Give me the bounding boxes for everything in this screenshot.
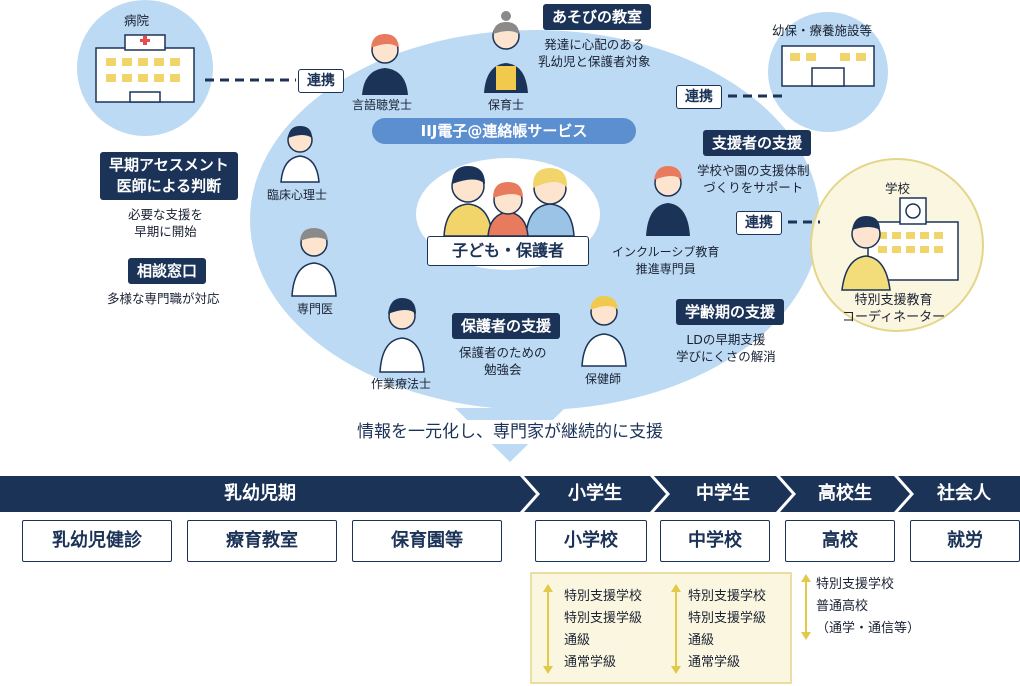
role-doctor: 専門医 bbox=[297, 302, 334, 316]
callout-early-line-1: 必要な支援を bbox=[128, 207, 204, 222]
timeline-junior-band bbox=[654, 476, 792, 512]
stage-infant: 乳幼児期 bbox=[224, 483, 296, 504]
timeline-adult-band bbox=[898, 476, 1020, 512]
hospital-building-icon bbox=[95, 34, 195, 103]
kindergarten-label: 幼保・療養施設等 bbox=[772, 23, 873, 38]
role-nurse: 保健師 bbox=[585, 372, 622, 386]
callout-school-age-title: 学齢期の支援 bbox=[676, 299, 785, 325]
callout-school-age-text: LDの早期支援 学びにくさの解消 bbox=[676, 331, 776, 365]
callout-school-age-line-2: 学びにくさの解消 bbox=[676, 349, 776, 364]
option-line: 通級 bbox=[688, 633, 715, 648]
options-high: 特別支援学校 普通高校 （通学・通信等） bbox=[816, 574, 920, 640]
options-elementary: 特別支援学校 特別支援学級 通級 通常学級 bbox=[564, 586, 642, 674]
option-line: 通常学級 bbox=[564, 655, 617, 670]
callout-early-title: 早期アセスメント 医師による判断 bbox=[100, 152, 238, 200]
kindergarten-building-icon bbox=[781, 45, 875, 87]
box-therapy-class: 療育教室 bbox=[187, 520, 337, 562]
role-inclusive-line-2: 推進専門員 bbox=[635, 262, 696, 276]
callout-guardian-line-2: 勉強会 bbox=[484, 362, 522, 377]
callout-play-line-2: 乳幼児と保護者対象 bbox=[538, 54, 651, 69]
inclusive-specialist-icon bbox=[646, 166, 690, 236]
callout-supporter-line-2: づくりをサポート bbox=[703, 180, 804, 195]
option-line: 特別支援学級 bbox=[564, 611, 643, 626]
coordinator-label: 特別支援教育 コーディネーター bbox=[842, 292, 945, 326]
option-line: 特別支援学校 bbox=[688, 589, 767, 604]
box-high: 高校 bbox=[785, 520, 895, 562]
callout-guardian-title: 保護者の支援 bbox=[452, 313, 561, 339]
callout-guardian-line-1: 保護者のための bbox=[459, 345, 547, 360]
option-line: 通級 bbox=[564, 633, 591, 648]
occupational-therapist-icon bbox=[379, 298, 425, 373]
arrow-high-icon bbox=[801, 574, 811, 640]
box-nursery: 保育園等 bbox=[352, 520, 502, 562]
arrow-junior-icon bbox=[671, 584, 681, 674]
box-work: 就労 bbox=[910, 520, 1020, 562]
box-junior: 中学校 bbox=[660, 520, 770, 562]
speech-therapist-icon bbox=[362, 34, 408, 95]
callout-play-text: 発達に心配のある 乳幼児と保護者対象 bbox=[538, 36, 651, 70]
role-nursery: 保育士 bbox=[488, 98, 525, 112]
callout-consult-title: 相談窓口 bbox=[128, 258, 207, 284]
service-title: IIJ電子@連絡帳サービス bbox=[372, 118, 636, 144]
option-line: 特別支援学校 bbox=[816, 577, 895, 592]
option-line: （通学・通信等） bbox=[816, 621, 921, 636]
stage-junior: 中学生 bbox=[696, 483, 750, 504]
timeline-high-band bbox=[780, 476, 910, 512]
callout-supporter-title: 支援者の支援 bbox=[703, 130, 812, 156]
options-junior: 特別支援学校 特別支援学級 通級 通常学級 bbox=[688, 586, 766, 674]
callout-consult-text: 多様な専門職が対応 bbox=[107, 291, 220, 306]
stage-high: 高校生 bbox=[818, 483, 872, 504]
link-kindergarten-badge: 連携 bbox=[676, 85, 722, 109]
role-inclusive: インクルーシブ教育 推進専門員 bbox=[612, 244, 719, 278]
box-elementary: 小学校 bbox=[535, 520, 647, 562]
stage-elementary: 小学生 bbox=[568, 483, 622, 504]
stage-adult: 社会人 bbox=[937, 483, 991, 504]
school-label: 学校 bbox=[885, 181, 911, 196]
callout-supporter-line-1: 学校や園の支援体制 bbox=[697, 163, 810, 178]
coordinator-line-2: コーディネーター bbox=[842, 310, 946, 325]
psychologist-icon bbox=[280, 126, 320, 183]
role-speech: 言語聴覚士 bbox=[352, 98, 413, 112]
family-icon bbox=[443, 166, 575, 237]
box-infant-checkup: 乳幼児健診 bbox=[22, 520, 172, 562]
link-school-badge: 連携 bbox=[736, 211, 782, 235]
option-line: 特別支援学級 bbox=[688, 611, 767, 626]
timeline-infant-band bbox=[0, 476, 536, 512]
role-psychologist: 臨床心理士 bbox=[267, 188, 328, 202]
callout-early-title-line-2: 医師による判断 bbox=[116, 177, 222, 195]
callout-school-age-line-1: LDの早期支援 bbox=[686, 332, 766, 347]
role-ot: 作業療法士 bbox=[371, 377, 432, 391]
doctor-icon bbox=[291, 228, 337, 297]
callout-guardian-text: 保護者のための 勉強会 bbox=[459, 344, 547, 378]
school-options-box bbox=[530, 572, 792, 684]
callout-early-title-line-1: 早期アセスメント bbox=[109, 156, 229, 174]
nursery-teacher-icon bbox=[484, 11, 528, 93]
coordinator-line-1: 特別支援教育 bbox=[854, 293, 933, 308]
timeline-elementary-band bbox=[524, 476, 666, 512]
option-line: 通常学級 bbox=[688, 655, 741, 670]
option-line: 普通高校 bbox=[816, 599, 869, 614]
option-line: 特別支援学校 bbox=[564, 589, 643, 604]
callout-supporter-text: 学校や園の支援体制 づくりをサポート bbox=[697, 162, 810, 196]
link-hospital-badge: 連携 bbox=[298, 69, 344, 93]
callout-play-title: あそびの教室 bbox=[543, 4, 652, 30]
callout-early-line-2: 早期に開始 bbox=[134, 224, 197, 239]
coordinator-person-icon bbox=[841, 216, 891, 291]
hospital-label: 病院 bbox=[124, 13, 150, 28]
callout-early-text: 必要な支援を 早期に開始 bbox=[128, 206, 203, 240]
summary-text: 情報を一元化し、専門家が継続的に支援 bbox=[330, 420, 690, 444]
public-health-nurse-icon bbox=[581, 296, 627, 367]
role-inclusive-line-1: インクルーシブ教育 bbox=[612, 245, 720, 259]
center-label: 子ども・保護者 bbox=[427, 236, 589, 266]
arrow-elementary-icon bbox=[543, 584, 553, 674]
school-building-icon bbox=[867, 197, 959, 281]
callout-play-line-1: 発達に心配のある bbox=[544, 37, 645, 52]
